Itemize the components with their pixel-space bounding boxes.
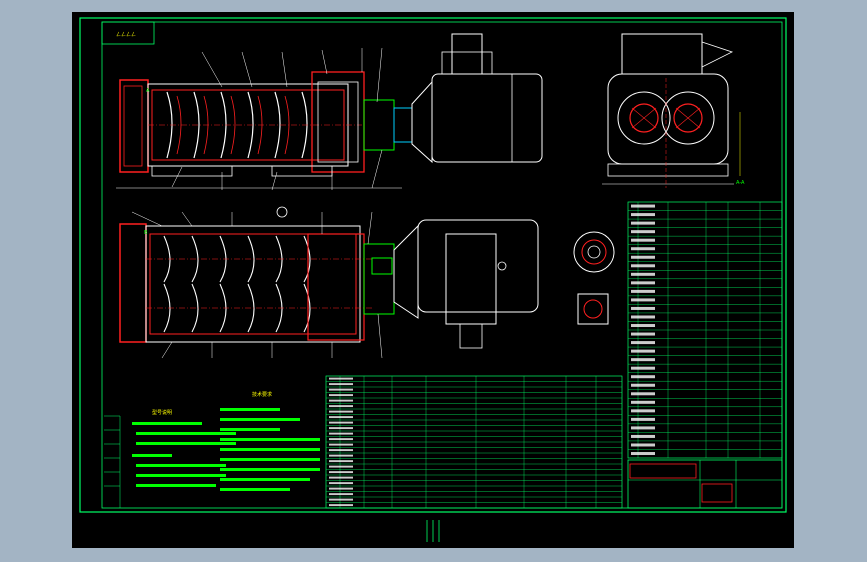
table-cell-text [631, 383, 655, 387]
table-cell-text [631, 324, 655, 328]
table-cell-text [631, 392, 655, 396]
top-view-assembly: A [116, 33, 543, 191]
table-cell-text [329, 460, 353, 463]
table-cell-text [631, 289, 655, 293]
table-cell-text [631, 298, 655, 302]
table-cell-text [631, 366, 655, 370]
corner-box [101, 21, 155, 45]
table-cell-text [329, 399, 353, 402]
drawing-border-inner [101, 21, 783, 509]
table-cell-text [631, 443, 655, 447]
table-cell-text [631, 434, 655, 438]
table-cell-text [631, 281, 655, 285]
table-cell-text [329, 377, 353, 380]
bom-table [627, 201, 783, 459]
table-cell-text [631, 332, 655, 336]
table-cell-text [631, 204, 655, 208]
centre-mark [426, 520, 440, 542]
table-cell-text [329, 498, 353, 501]
table-cell-text [631, 247, 655, 251]
table-cell-text [631, 409, 655, 413]
table-cell-text [329, 416, 353, 419]
table-cell-text [329, 454, 353, 457]
table-cell-text [329, 410, 353, 413]
table-cell-text [329, 471, 353, 474]
table-cell-text [329, 388, 353, 391]
table-cell-text [631, 400, 655, 404]
table-cell-text [631, 264, 655, 268]
table-cell-text [631, 306, 655, 310]
table-cell-text [329, 504, 353, 507]
table-cell-text [631, 358, 655, 362]
table-cell-text [329, 476, 353, 479]
table-cell-text [631, 213, 655, 217]
technical-notes: 型号说明 技术要求 [104, 391, 320, 508]
bottom-view-label: B [144, 230, 148, 236]
table-cell-text [631, 238, 655, 242]
table-cell-text [329, 394, 353, 397]
table-cell-text [631, 272, 655, 276]
table-cell-text [329, 383, 353, 386]
table-cell-text [631, 452, 655, 456]
side-view-label: A-A [736, 180, 745, 186]
table-cell-text [631, 426, 655, 430]
side-view: A-A [602, 33, 745, 188]
drawing-border-outer [79, 17, 787, 513]
table-cell-text [329, 432, 353, 435]
table-cell-text [631, 221, 655, 225]
table-cell-text [631, 230, 655, 234]
table-cell-text [329, 438, 353, 441]
table-cell-text [329, 427, 353, 430]
table-cell-text [329, 405, 353, 408]
table-cell-text [329, 493, 353, 496]
table-cell-text [631, 349, 655, 353]
notes-left-heading: 型号说明 [152, 409, 172, 416]
title-block [627, 459, 783, 509]
table-cell-text [329, 449, 353, 452]
bottom-view-assembly: B [119, 206, 539, 359]
table-cell-text [631, 417, 655, 421]
parts-table [325, 375, 623, 509]
cad-drawing: ㄥㄥㄥㄥ [79, 17, 787, 542]
table-cell-text [631, 341, 655, 345]
corner-mark: ㄥㄥㄥㄥ [116, 32, 136, 38]
table-cell-text [631, 375, 655, 379]
table-cell-text [329, 443, 353, 446]
table-cell-text [329, 482, 353, 485]
table-cell-text [329, 465, 353, 468]
cad-viewport[interactable]: ㄥㄥㄥㄥ [72, 12, 794, 548]
table-cell-text [631, 255, 655, 259]
detail-views [573, 231, 615, 325]
table-cell-text [631, 315, 655, 319]
table-cell-text [329, 421, 353, 424]
table-cell-text [329, 487, 353, 490]
notes-heading: 技术要求 [252, 391, 272, 398]
top-view-label: A [146, 88, 150, 94]
